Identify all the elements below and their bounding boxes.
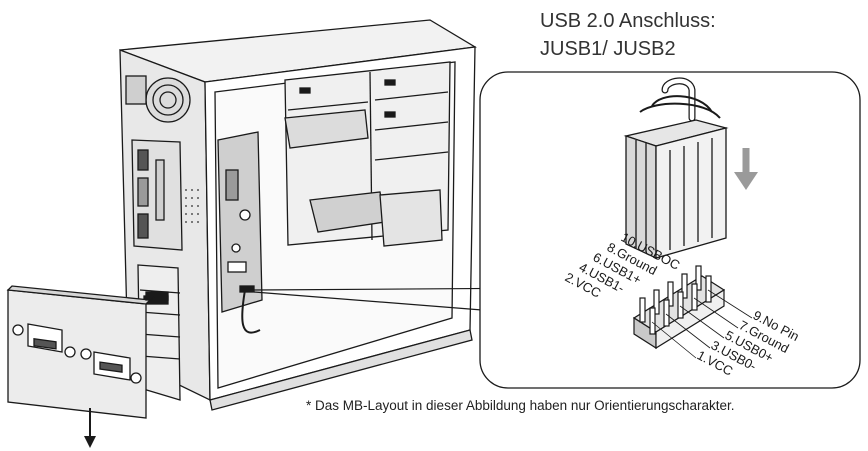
lower-pin-labels: 9.No Pin 7.Ground 5.USB0+ 3.USB0- 1.VCC bbox=[695, 307, 802, 378]
footnote: * Das MB-Layout in dieser Abbildung habe… bbox=[306, 398, 735, 413]
title-line-2: JUSB1/ JUSB2 bbox=[540, 38, 676, 60]
pin-header-illustration bbox=[632, 265, 726, 350]
title-line-1: USB 2.0 Anschluss: bbox=[540, 10, 716, 32]
pin-leader-lines bbox=[651, 289, 753, 359]
usb-header-connector-illustration bbox=[623, 77, 729, 260]
insert-direction-arrow-icon bbox=[734, 148, 758, 190]
down-arrow-icon bbox=[84, 408, 96, 448]
front-usb-bracket-illustration bbox=[6, 285, 169, 419]
pc-case-illustration bbox=[119, 19, 477, 411]
